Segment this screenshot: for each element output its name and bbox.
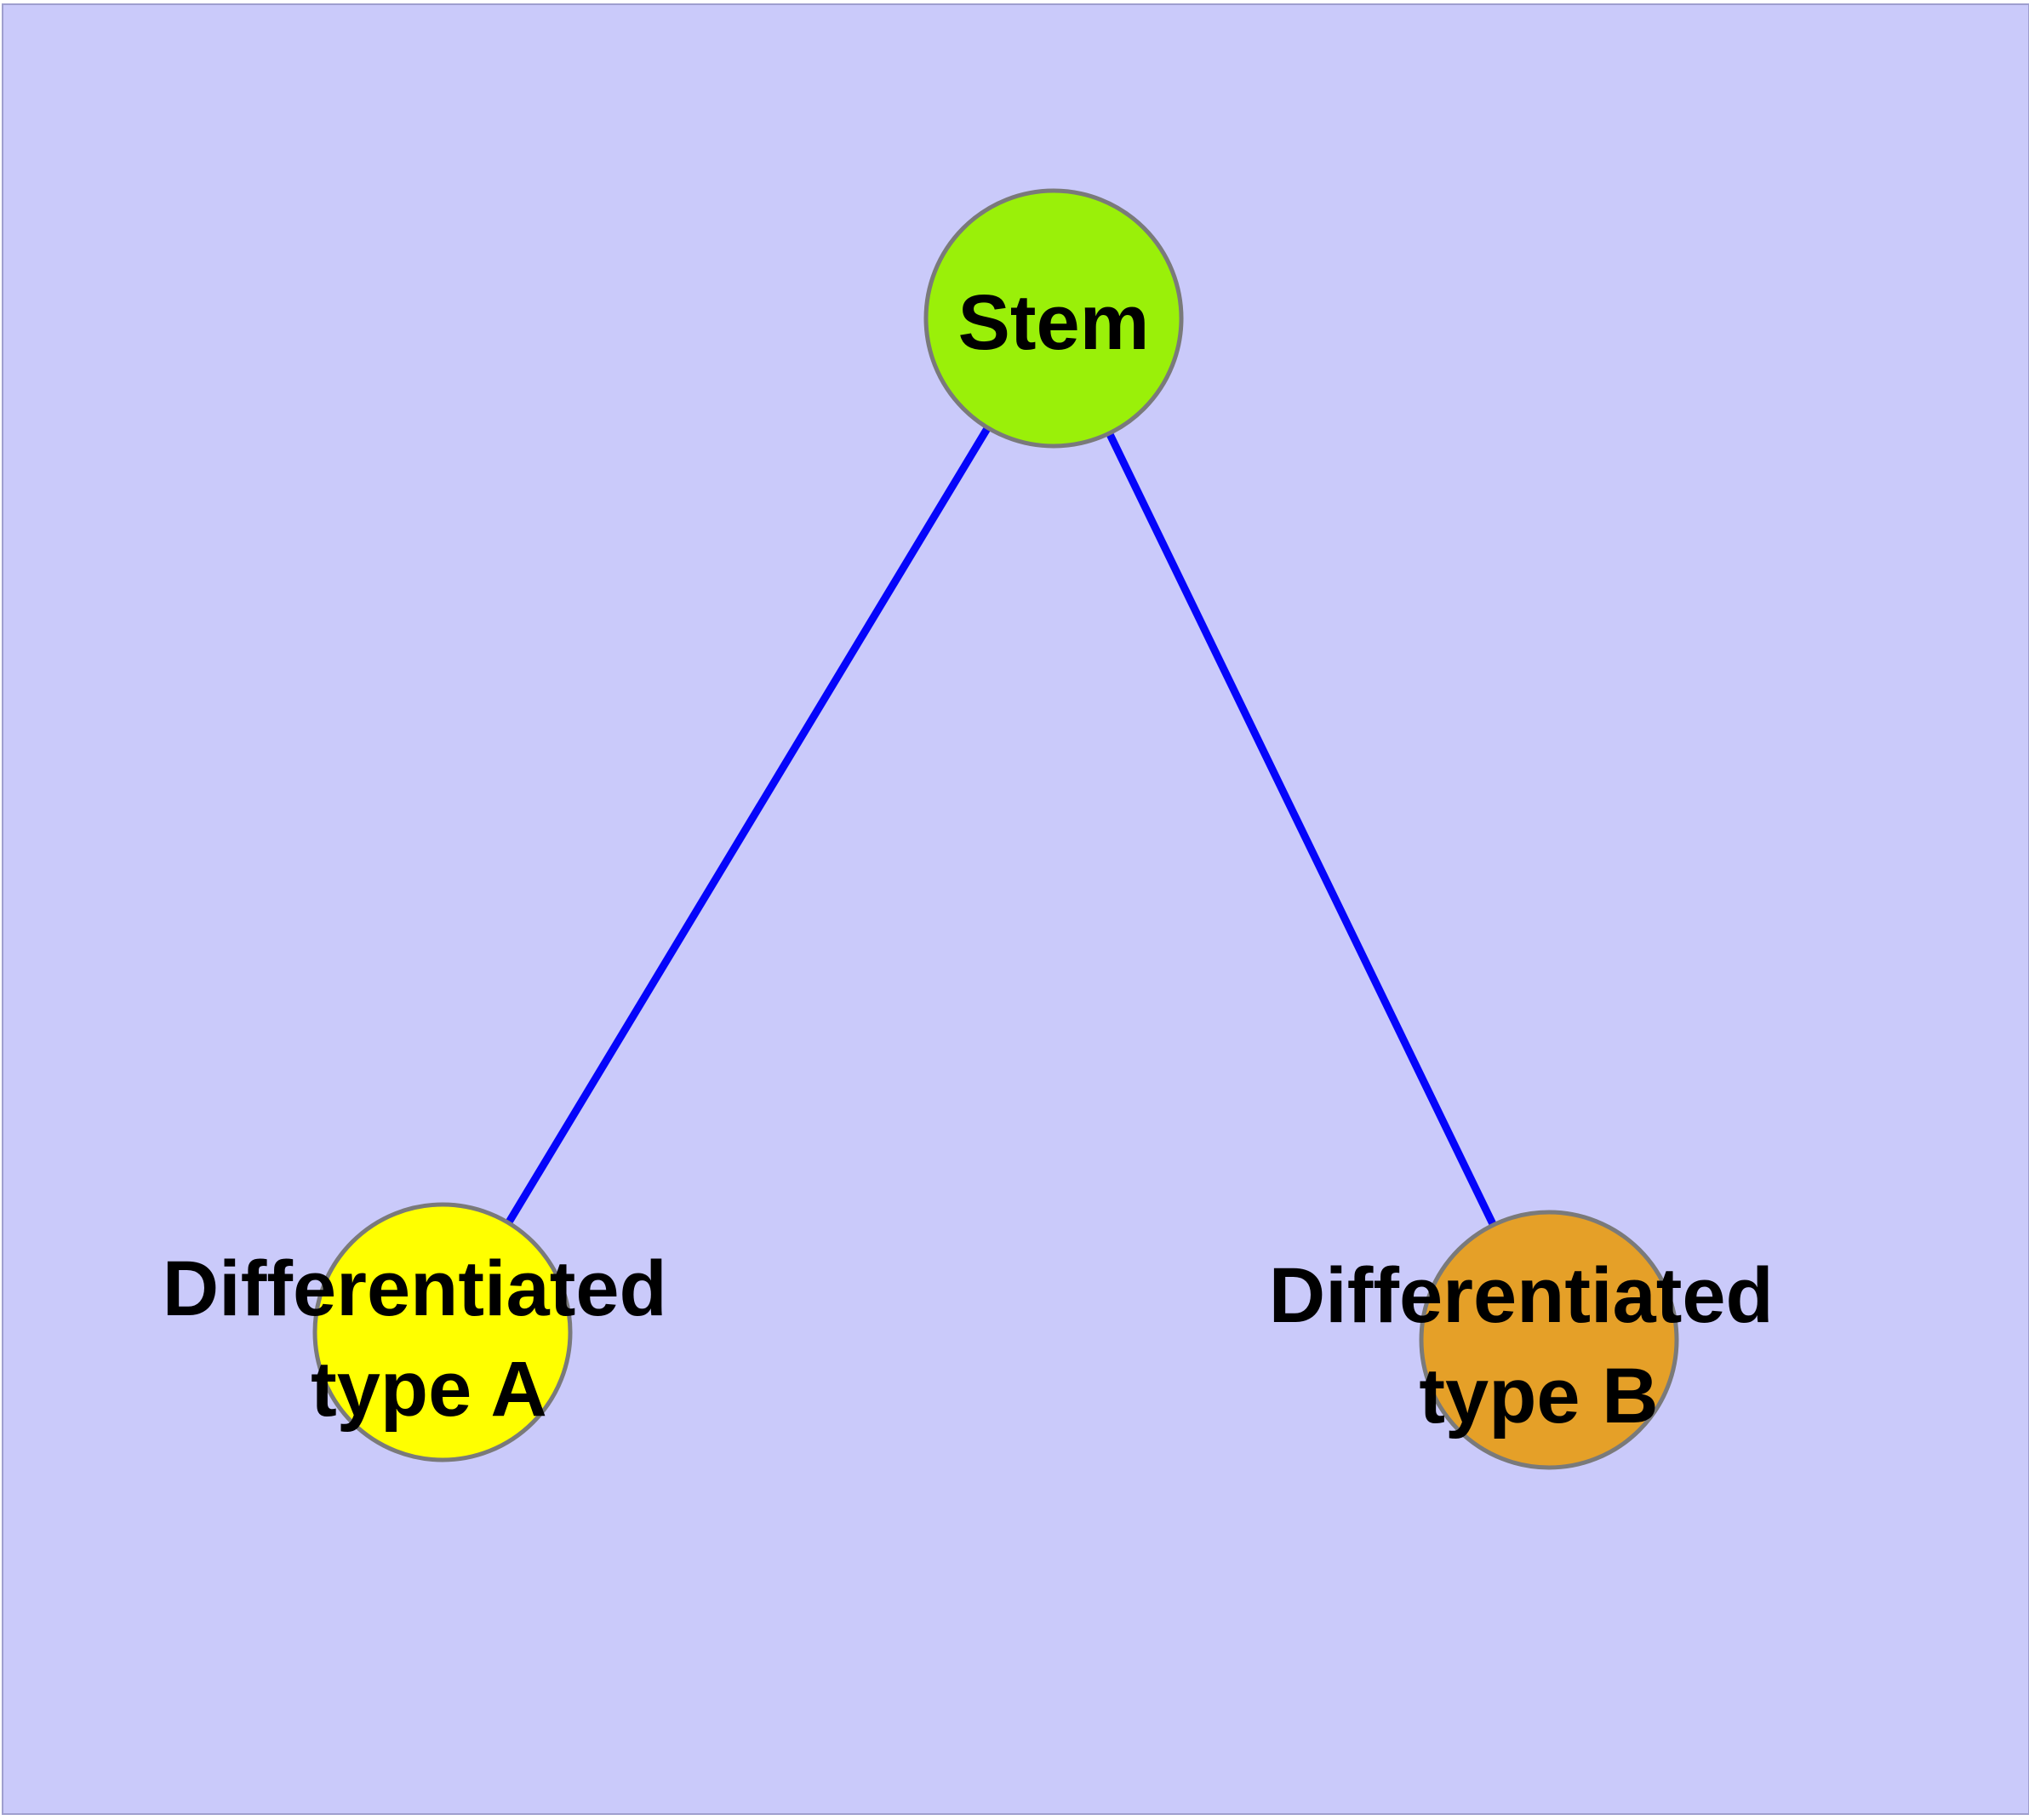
node-type-b-label-line1: Differentiated bbox=[1269, 1252, 1774, 1339]
node-stem: Stem bbox=[923, 188, 1184, 449]
node-type-b-label: Differentiated type B bbox=[1269, 1252, 1796, 1439]
node-type-b: Differentiated type B bbox=[1269, 1210, 1796, 1470]
node-stem-label: Stem bbox=[958, 279, 1150, 366]
node-type-b-label-line2: type B bbox=[1419, 1353, 1658, 1439]
node-type-a: Differentiated type A bbox=[163, 1202, 689, 1462]
node-type-a-label-line2: type A bbox=[311, 1346, 547, 1433]
edge-stem-to-type-b bbox=[1049, 317, 1553, 1342]
node-type-b-circle bbox=[1419, 1210, 1679, 1470]
edge-stem-to-type-a bbox=[439, 316, 1057, 1335]
node-type-a-label-line1: Differentiated bbox=[163, 1245, 667, 1332]
edge-group bbox=[439, 316, 1553, 1342]
node-type-a-label: Differentiated type A bbox=[163, 1245, 689, 1433]
node-stem-circle bbox=[923, 188, 1184, 449]
node-type-a-circle bbox=[312, 1202, 573, 1462]
